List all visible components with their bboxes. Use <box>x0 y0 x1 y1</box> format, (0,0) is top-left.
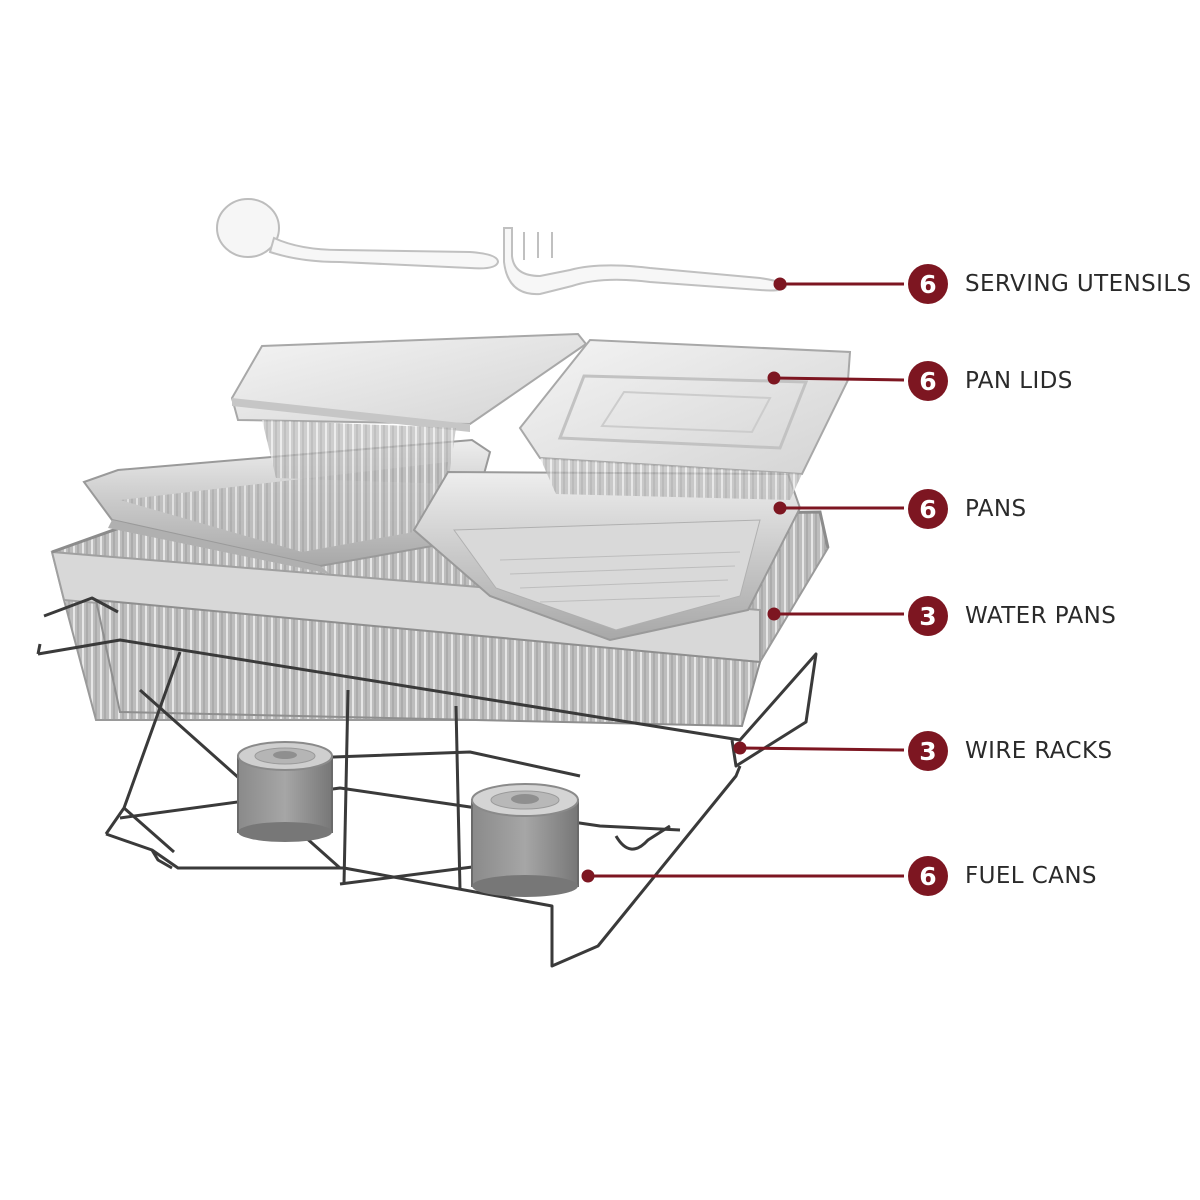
left-lid-icon <box>230 332 588 484</box>
fuel-can-right-icon <box>471 783 579 897</box>
count-badge: 6 <box>908 361 948 401</box>
leader-lines <box>581 277 905 883</box>
count-badge: 6 <box>908 856 948 896</box>
serving-fork-icon <box>503 227 788 296</box>
callout-label: PANS <box>965 496 1027 522</box>
callout-pans: 6 PANS <box>908 489 1027 529</box>
callout-pan-lids: 6 PAN LIDS <box>908 361 1073 401</box>
count-badge: 3 <box>908 731 948 771</box>
callout-label: WATER PANS <box>965 603 1117 629</box>
callout-wire-racks: 3 WIRE RACKS <box>908 731 1112 771</box>
callout-label: SERVING UTENSILS <box>965 271 1192 297</box>
callout-fuel-cans: 6 FUEL CANS <box>908 856 1097 896</box>
count-badge: 3 <box>908 596 948 636</box>
water-pan-icon <box>50 510 830 728</box>
count-badge: 6 <box>908 264 948 304</box>
right-pan-icon <box>412 470 802 642</box>
callout-label: WIRE RACKS <box>965 738 1113 764</box>
right-lid-icon <box>518 338 852 500</box>
callout-label: PAN LIDS <box>965 368 1073 394</box>
callout-label: FUEL CANS <box>965 863 1097 889</box>
callout-water-pans: 3 WATER PANS <box>908 596 1116 636</box>
fuel-can-left-icon <box>237 741 333 842</box>
callout-serving-utensils: 6 SERVING UTENSILS <box>908 264 1192 304</box>
count-badge: 6 <box>908 489 948 529</box>
serving-spoon-icon <box>216 198 500 270</box>
